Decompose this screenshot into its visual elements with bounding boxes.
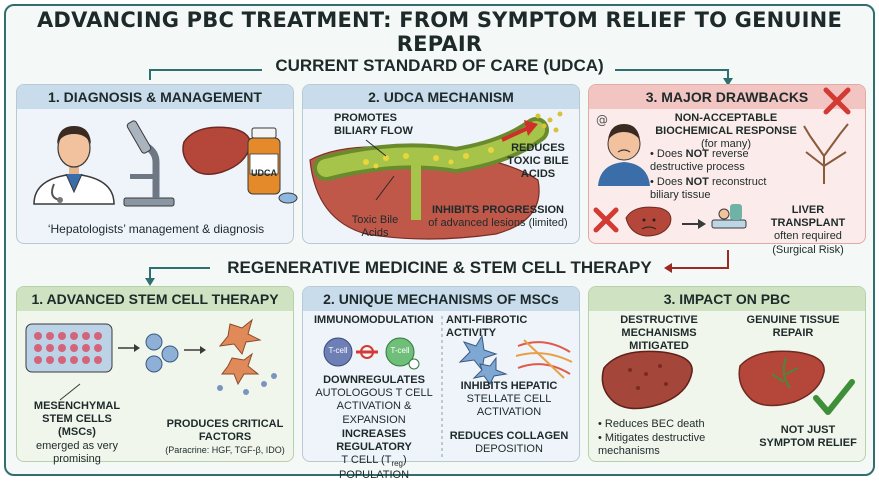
red-x-icon — [823, 87, 851, 115]
page-title: ADVANCING PBC TREATMENT: FROM SYMPTOM RE… — [36, 8, 843, 56]
impact-bullet-1: • Reduces BEC death — [598, 418, 705, 430]
panel-stem-cell-therapy: 1. ADVANCED STEM CELL THERAPY — [16, 286, 294, 462]
drawback-1-post: reverse destructive process — [650, 148, 749, 173]
non-acceptable-rest: (for many) — [700, 138, 752, 151]
immunomodulation-label: IMMUNOMODULATION — [314, 314, 434, 326]
drawbacks-illustration: @ — [593, 87, 851, 237]
culture-plate-icon — [25, 323, 113, 373]
increases-regulatory-end: ) POPULATION — [338, 454, 410, 482]
not-just-symptom-relief-label: NOT JUST SYMPTOM RELIEF — [759, 424, 857, 450]
inhibits-hepatic-label: INHIBITS HEPATIC STELLATE CELL ACTIVATIO… — [442, 380, 576, 420]
critical-factors-bold: PRODUCES CRITICAL FACTORS — [166, 418, 284, 444]
increases-regulatory-rest: T CELL (T — [341, 454, 392, 467]
drawback-1-pre: Does — [656, 148, 686, 160]
impact-bullet-2-text: Mitigates destructive mechanisms — [598, 432, 706, 457]
liver-transplant-bold: LIVER TRANSPLANT — [770, 204, 846, 230]
reduces-collagen-label: REDUCES COLLAGEN DEPOSITION — [442, 430, 576, 456]
panel-diagnosis-heading: 1. DIAGNOSIS & MANAGEMENT — [17, 85, 293, 109]
hospital-bed-icon — [711, 204, 747, 229]
liver-transplant-label: LIVER TRANSPLANT often required (Surgica… — [754, 204, 862, 257]
msc-rest: emerged as very promising — [36, 439, 118, 465]
treg-subscript: reg — [391, 459, 403, 469]
section-title-current: CURRENT STANDARD OF CARE (UDCA) — [275, 56, 604, 75]
increases-regulatory-label: INCREASES REGULATORY T CELL (Treg) POPUL… — [308, 428, 440, 482]
t-cell-icon-2 — [385, 337, 420, 370]
drawback-bullet-2: • Does NOT reconstruct biliary tissue — [650, 176, 767, 201]
t-cell-icon-1 — [323, 337, 353, 367]
section-title-regen: REGENERATIVE MEDICINE & STEM CELL THERAP… — [227, 258, 652, 277]
panel-msc-mechanisms: 2. UNIQUE MECHANISMS OF MSCs — [302, 286, 580, 462]
inhibits-progression-rest: of advanced lesions (limited) — [428, 217, 568, 230]
svg-text:@: @ — [596, 113, 608, 127]
non-acceptable-bold: NON-ACCEPTABLE BIOCHEMICAL RESPONSE — [655, 112, 797, 138]
inhibits-hepatic-bold: INHIBITS HEPATIC — [460, 380, 558, 392]
reduces-toxic-label: REDUCES TOXIC BILE ACIDS — [507, 142, 569, 181]
healthy-liver-icon — [738, 350, 825, 407]
stem-cell-illustration — [25, 318, 277, 401]
msc-mechanism-illustration — [323, 316, 573, 458]
impact-bullet-1-text: Reduces BEC death — [604, 418, 705, 430]
panel-msc-heading: 2. UNIQUE MECHANISMS OF MSCs — [303, 287, 579, 311]
paracrine-label: (Paracrine: HGF, TGF-β, IDO) — [165, 445, 285, 456]
inhibits-progression-label: INHIBITS PROGRESSION of advanced lesions… — [420, 204, 576, 230]
arrow-right-icon — [682, 219, 706, 229]
panel-stem-cell-heading: 1. ADVANCED STEM CELL THERAPY — [17, 287, 293, 311]
green-check-icon — [813, 379, 855, 415]
diagnosis-illustration — [33, 120, 298, 207]
anti-fibrotic-label: ANTI-FIBROTIC ACTIVITY — [446, 314, 528, 340]
diagnosis-caption: ‘Hepatologists’ management & diagnosis — [47, 222, 265, 236]
drawback-1-strong: NOT — [685, 148, 709, 160]
msc-label: MESENCHYMAL STEM CELLS (MSCs) emerged as… — [22, 400, 132, 466]
udca-bottle-label: UDCA — [251, 168, 277, 178]
downregulates-label: DOWNREGULATES AUTOLOGOUS T CELL ACTIVATI… — [308, 374, 440, 427]
panel-udca-heading: 2. UDCA MECHANISM — [303, 85, 579, 109]
drawback-bullet-1: • Does NOT reverse destructive process — [650, 148, 749, 173]
destructive-mitigated-label: DESTRUCTIVE MECHANISMS MITIGATED — [620, 314, 698, 353]
collagen-fibers-icon — [515, 339, 573, 379]
activated-cells-icon — [218, 318, 262, 386]
genuine-repair-label: GENUINE TISSUE REPAIR — [746, 314, 840, 340]
drawback-2-pre: Does — [656, 176, 686, 188]
t-cell-label-1: T-cell — [328, 346, 348, 355]
t-cell-label-2: T-cell — [390, 346, 410, 355]
udca-mechanism-illustration — [309, 111, 563, 240]
drawback-2-post: reconstruct biliary tissue — [650, 176, 767, 201]
critical-factors-label: PRODUCES CRITICAL FACTORS (Paracrine: HG… — [160, 418, 290, 458]
damaged-liver-icon — [601, 350, 693, 410]
downregulates-rest: AUTOLOGOUS T CELL ACTIVATION & EXPANSION — [315, 387, 433, 426]
microscope-icon — [123, 120, 175, 207]
inhibits-progression-bold: INHIBITS PROGRESSION — [431, 204, 565, 216]
impact-bullet-2: • Mitigates destructive mechanisms — [598, 432, 706, 457]
promotes-biliary-flow-label: PROMOTES BILIARY FLOW — [334, 112, 413, 138]
red-x-small-icon — [593, 207, 619, 233]
impact-illustration — [601, 350, 855, 415]
stellate-cell-icon — [458, 334, 508, 385]
toxic-bile-acids-label: Toxic Bile Acids — [351, 214, 399, 240]
worried-person-icon: @ — [596, 113, 650, 186]
non-acceptable-response: NON-ACCEPTABLE BIOCHEMICAL RESPONSE (for… — [648, 112, 804, 152]
msc-bold: MESENCHYMAL STEM CELLS (MSCs) — [33, 400, 121, 439]
bare-tree-icon — [803, 123, 849, 184]
reduces-collagen-bold: REDUCES COLLAGEN — [449, 430, 569, 442]
msc-cells-icon — [145, 333, 179, 373]
drawback-2-strong: NOT — [685, 176, 709, 188]
panel-drawbacks-heading: 3. MAJOR DRAWBACKS — [589, 85, 865, 109]
panel-impact-heading: 3. IMPACT ON PBC — [589, 287, 865, 311]
udca-bottle-icon — [247, 127, 298, 204]
liver-transplant-rest: often required (Surgical Risk) — [772, 230, 844, 256]
downregulates-bold: DOWNREGULATES — [323, 374, 425, 386]
sad-liver-icon — [625, 206, 672, 237]
reduces-collagen-rest: DEPOSITION — [475, 443, 543, 456]
inhibits-hepatic-rest: STELLATE CELL ACTIVATION — [466, 393, 552, 419]
doctor-icon — [33, 126, 115, 205]
increases-regulatory-bold: INCREASES REGULATORY — [336, 428, 412, 454]
liver-icon — [182, 126, 251, 175]
